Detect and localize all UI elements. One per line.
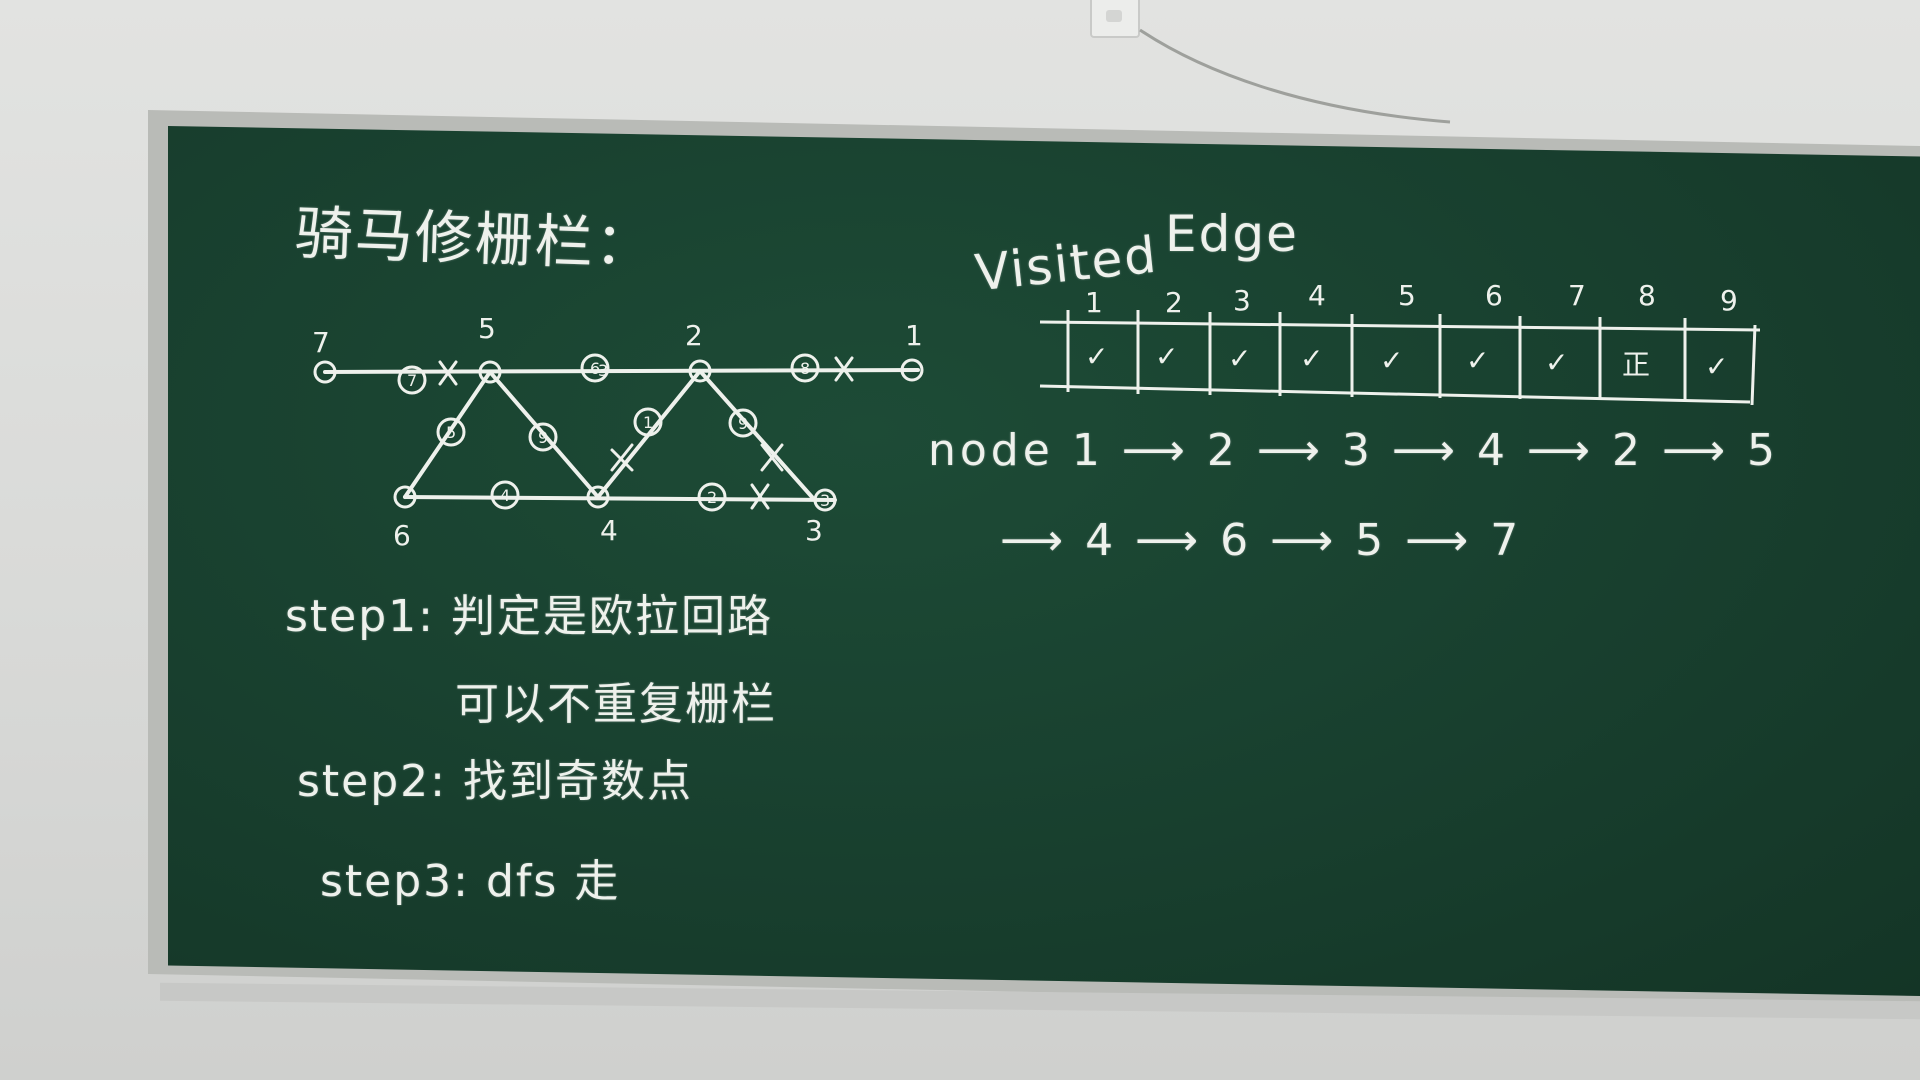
check-mark: ✓ — [1545, 346, 1568, 379]
column-header: 8 — [1638, 279, 1656, 312]
chalkboard — [168, 126, 1920, 996]
graph-edge-numbers: 7 6 8 5 9 1 9 4 2 3 3 — [407, 359, 830, 510]
node-label: 5 — [478, 312, 496, 345]
edge-number: 6 — [590, 359, 600, 378]
step2-label: step2: — [297, 756, 447, 807]
check-mark: ✓ — [1228, 342, 1251, 375]
node-label: 4 — [600, 514, 618, 547]
step2-text: 找到奇数点 — [463, 756, 693, 807]
check-mark: ✓ — [1300, 342, 1323, 375]
node-path-label: node — [928, 425, 1054, 476]
node-path-sequence: 1 ⟶ 2 ⟶ 3 ⟶ 4 ⟶ 2 ⟶ 5 — [1071, 425, 1780, 476]
step1-text: 判定是欧拉回路 — [451, 591, 773, 642]
column-header: 3 — [1233, 284, 1251, 317]
column-header: 7 — [1568, 279, 1586, 312]
node-label: 7 — [312, 326, 330, 359]
step1-label: step1: — [285, 591, 435, 642]
check-mark: ✓ — [1380, 344, 1403, 377]
step3-text: dfs 走 — [486, 856, 621, 907]
step1-continuation: 可以不重复栅栏 — [455, 679, 777, 730]
check-mark: ✓ — [1085, 340, 1108, 373]
edge-number: 5 — [446, 423, 456, 442]
check-mark: ✓ — [1466, 344, 1489, 377]
edge-number: 3 — [820, 491, 830, 510]
node-label: 3 — [805, 514, 823, 547]
edge-header: Edge — [1165, 205, 1299, 263]
check-mark: ✓ — [1705, 350, 1728, 383]
edge-number: 2 — [707, 488, 717, 507]
table-column-headers: 1 2 3 4 5 6 7 8 9 — [1085, 279, 1738, 319]
step1: step1: 判定是欧拉回路 — [285, 580, 773, 644]
column-header: 4 — [1308, 279, 1326, 312]
column-header: 2 — [1165, 286, 1183, 319]
wall-outlet — [1090, 0, 1140, 38]
column-header: 6 — [1485, 279, 1503, 312]
node-label: 1 — [905, 319, 923, 352]
edge-number: 7 — [407, 371, 417, 390]
check-mark: ✓ — [1155, 340, 1178, 373]
step2: step2: 找到奇数点 — [297, 745, 693, 809]
graph-node-labels: 7 5 2 1 6 4 3 — [312, 312, 923, 552]
table-marks: ✓ ✓ ✓ ✓ ✓ ✓ ✓ 正 ✓ — [1085, 340, 1728, 383]
node-path-line2: ⟶ 4 ⟶ 6 ⟶ 5 ⟶ 7 — [1000, 515, 1523, 566]
edge-number: 4 — [500, 486, 510, 505]
edge-number: 8 — [800, 359, 810, 378]
column-header: 9 — [1720, 284, 1738, 317]
node-label: 2 — [685, 319, 703, 352]
step3: step3: dfs 走 — [320, 845, 620, 909]
edge-number: 3 — [598, 361, 608, 380]
edge-number: 1 — [643, 413, 653, 432]
node-path-line1: node 1 ⟶ 2 ⟶ 3 ⟶ 4 ⟶ 2 ⟶ 5 — [928, 425, 1779, 476]
table-mark-zheng: 正 — [1622, 348, 1650, 381]
edge-number: 9 — [538, 428, 548, 447]
column-header: 1 — [1085, 286, 1103, 319]
step3-label: step3: — [320, 856, 470, 907]
node-label: 6 — [393, 519, 411, 552]
edge-number: 9 — [738, 414, 748, 433]
column-header: 5 — [1398, 279, 1416, 312]
